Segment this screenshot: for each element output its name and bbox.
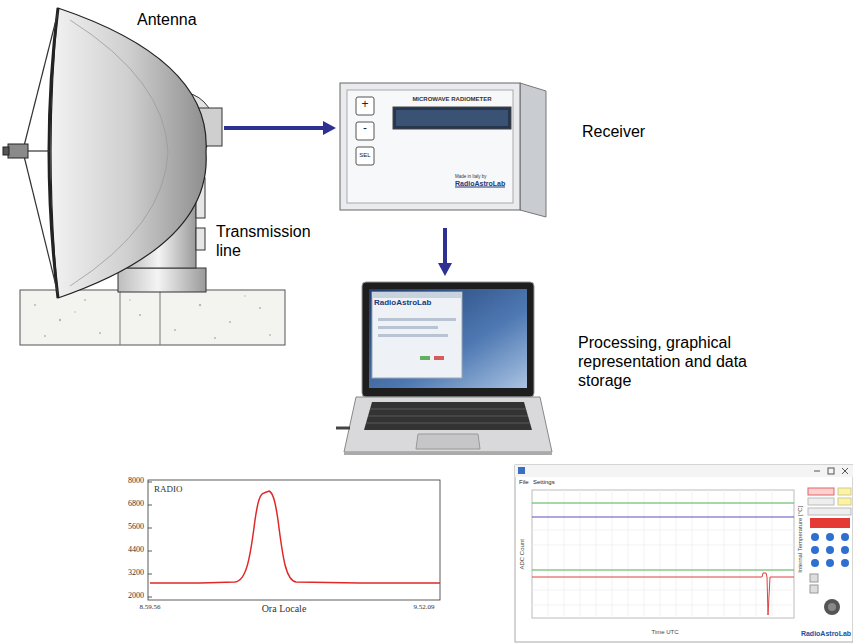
figure-label: RadioAstroLab — [800, 630, 852, 638]
figure-label: 4400 — [110, 546, 144, 555]
figure-label: Time UTC — [640, 629, 690, 636]
software-screenshot — [515, 465, 853, 642]
figure-label: SEL — [356, 152, 374, 159]
concrete-base — [20, 290, 285, 345]
figure-label: MICROWAVE RADIOMETER — [393, 96, 511, 103]
radio-chart — [148, 480, 440, 600]
figure-label: - — [356, 122, 374, 135]
figure-label: 8000 — [110, 477, 144, 486]
figure-label: 6800 — [110, 500, 144, 509]
flow-arrow — [438, 228, 452, 276]
laptop — [336, 282, 552, 455]
figure-label: RadioAstroLab — [455, 180, 510, 188]
figure-label: 3200 — [110, 569, 144, 578]
figure-label: ADC Count — [519, 529, 526, 579]
edge-label: Transmission line — [216, 222, 316, 260]
figure-label: 8.59.56 — [130, 604, 170, 612]
figure-label: Internal Temperature [°C] — [797, 484, 804, 594]
figure-label: RadioAstroLab — [374, 299, 460, 308]
node-label: Receiver — [582, 122, 682, 141]
figure-label: RADIO — [154, 485, 194, 495]
node-label: Antenna — [137, 10, 227, 29]
figure-label: + — [356, 98, 374, 111]
receiver-unit — [340, 83, 546, 217]
figure-label: 9.52.09 — [404, 604, 444, 612]
antenna-figure: Antenna — [5, 40, 222, 345]
node-label: Processing, graphical representation and… — [578, 333, 768, 391]
figure-label: Settings — [533, 479, 563, 486]
figure-label: File — [519, 479, 535, 486]
receiver-figure: Receiver — [340, 83, 546, 213]
figure-label: 2000 — [110, 592, 144, 601]
laptop-figure: Processing, graphical representation and… — [338, 280, 552, 456]
parabolic-dish — [3, 8, 206, 298]
figure-label: Made in Italy by — [455, 175, 505, 180]
figure-label: Ora Locale — [254, 603, 314, 614]
flow-arrow — [224, 121, 336, 135]
figure-label: 5600 — [110, 523, 144, 532]
